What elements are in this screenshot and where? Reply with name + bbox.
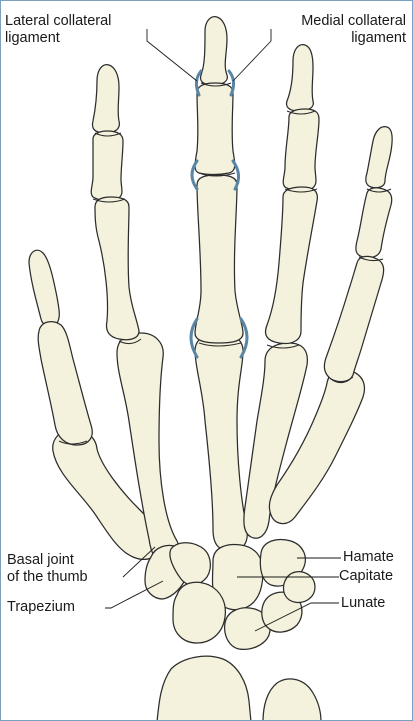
capitate-label: Capitate xyxy=(339,568,393,585)
dip-joint-lines xyxy=(95,83,391,192)
middle-metacarpal xyxy=(195,333,247,551)
scaphoid-bone xyxy=(173,582,225,643)
medial-collateral-ligament-label: Medial collateral ligament xyxy=(301,13,406,47)
medial-collateral-leader xyxy=(233,29,271,81)
little-distal-phalanx xyxy=(366,127,392,188)
ring-proximal-phalanx xyxy=(266,187,318,344)
hamate-label: Hamate xyxy=(343,549,394,566)
thumb-distal-phalanx xyxy=(29,250,59,325)
index-proximal-phalanx xyxy=(95,197,139,340)
basal-joint-of-thumb-label-line-2: of the thumb xyxy=(7,569,88,586)
lunate-label: Lunate xyxy=(341,595,385,612)
little-proximal-phalanx xyxy=(324,256,383,382)
index-middle-phalanx xyxy=(91,131,123,200)
trapezium-label: Trapezium xyxy=(7,599,75,616)
lateral-collateral-ligament-label-line-2: ligament xyxy=(5,30,111,47)
ring-distal-phalanx xyxy=(287,45,314,111)
little-middle-phalanx xyxy=(356,188,392,258)
index-distal-phalanx xyxy=(93,65,120,133)
radius-bone xyxy=(157,656,251,721)
basal-joint-of-thumb-label: Basal joint of the thumb xyxy=(7,552,88,586)
lateral-collateral-ligament-label-line-1: Lateral collateral xyxy=(5,13,111,30)
middle-distal-phalanx xyxy=(201,17,228,85)
basal-joint-of-thumb-label-line-1: Basal joint xyxy=(7,552,88,569)
ring-middle-phalanx xyxy=(283,109,319,190)
lateral-collateral-ligament-label: Lateral collateral ligament xyxy=(5,13,111,47)
middle-proximal-phalanx xyxy=(195,175,243,343)
medial-collateral-ligament-label-line-2: ligament xyxy=(301,30,406,47)
lateral-collateral-leader xyxy=(147,29,197,81)
middle-middle-phalanx xyxy=(195,83,235,175)
medial-collateral-ligament-label-line-1: Medial collateral xyxy=(301,13,406,30)
ulna-bone xyxy=(263,679,321,721)
pisiform-bone xyxy=(284,572,316,603)
thumb-proximal-phalanx xyxy=(38,322,92,445)
